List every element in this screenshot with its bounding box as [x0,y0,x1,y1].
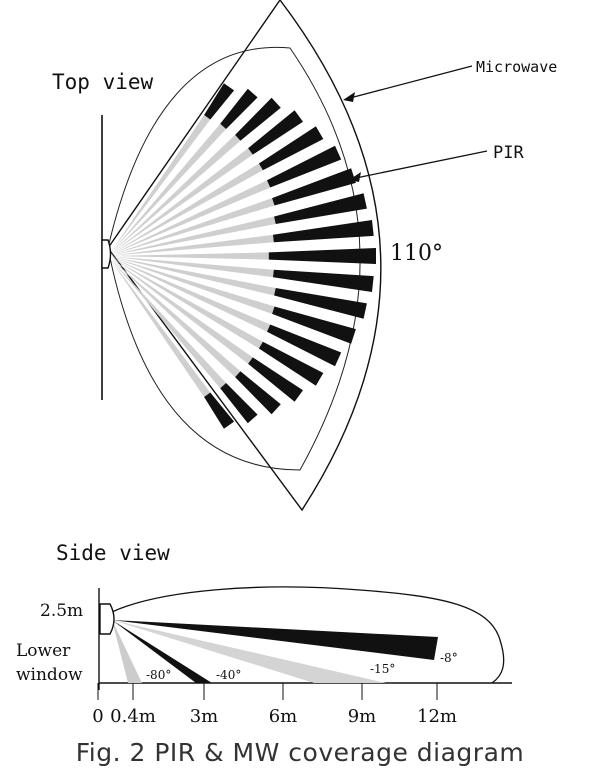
microwave-pattern [107,0,382,512]
side-view-title: Side view [56,541,170,565]
pir-beam-head [274,288,367,319]
pir-beam-shaft [111,256,276,296]
pir-beam-head [248,110,303,155]
angle-label: 110° [390,241,443,266]
beam-minus8 [112,620,438,660]
pir-beam-head [268,248,376,264]
microwave-arrow [349,65,473,99]
pir-beam-head [267,324,342,367]
pir-beam-head [267,145,342,188]
pir-beam-head [248,357,303,402]
pir-beams [110,83,376,429]
pir-beam-head [258,126,324,171]
pir-beam-head [220,88,258,129]
pir-beam-shaft [111,148,253,254]
pir-beam-head [272,306,356,344]
pir-beam-shaft [110,258,241,378]
pir-beam-head [272,168,356,206]
height-label: 2.5m [40,601,83,621]
angle-label-minus80: -80° [146,668,171,682]
pir-beam-head [273,220,374,243]
pir-beam-shaft [111,163,263,254]
pir-beam-shaft [112,252,269,260]
top-view: Top view Microwave PIR 110° [52,0,557,512]
microwave-label: Microwave [476,58,557,76]
top-view-title: Top view [52,70,154,94]
beam-minus80 [112,620,142,683]
figure-caption: Fig. 2 PIR & MW coverage diagram [75,738,525,767]
distance-axis: 0 0.4m 3m 6m 9m 12m [92,683,457,727]
pir-beam-shaft [111,257,275,314]
distance-tick-label: 9m [348,706,377,727]
pir-beam-shaft [111,257,271,332]
pir-beam-shaft [110,259,211,397]
pir-beam-shaft [111,258,263,349]
pir-beam-head [235,371,281,415]
pir-beam-shaft [111,198,275,255]
sensor-unit [101,239,112,269]
angle-label-minus8: -8° [440,651,458,665]
pir-beam-head [258,341,324,386]
pir-label: PIR [493,143,524,163]
microwave-arrowhead [343,92,355,102]
distance-tick-label: 0.4m [110,706,156,727]
pir-beam-shaft [112,234,274,256]
pir-beam-shaft [111,180,271,255]
pir-beam-head [274,193,367,224]
pir-beam-shaft [111,258,253,364]
side-sensor-unit [99,603,115,635]
angle-label-minus40: -40° [216,668,241,682]
pir-beam-head [204,83,235,120]
pir-arrowhead [349,172,361,182]
beam-minus40 [112,620,212,683]
pir-beam-shaft [110,259,227,389]
pir-beam-shaft [110,134,241,254]
angle-label-minus15: -15° [370,662,395,676]
distance-tick-label: 6m [269,706,298,727]
pir-beam-head [235,97,281,141]
pir-beam-head [204,392,235,429]
pir-arrow [355,150,488,179]
pir-beam-shaft [110,123,227,253]
side-view: Side view 2.5m Lower window -8° -15° -40… [16,541,512,727]
lower-window-label-line2: window [16,665,83,685]
lower-window-label-line1: Lower [16,641,71,661]
side-microwave-pattern [111,586,505,684]
distance-tick-label: 3m [190,706,219,727]
pir-beam-head [273,269,374,292]
distance-tick-label: 12m [417,706,457,727]
distance-tick-label: 0 [92,706,103,727]
pir-beam-head [220,383,258,424]
pir-beam-shaft [111,216,276,256]
pir-beam-shaft [110,115,211,253]
beam-minus15 [112,620,386,683]
pir-beam-shaft [112,256,274,278]
